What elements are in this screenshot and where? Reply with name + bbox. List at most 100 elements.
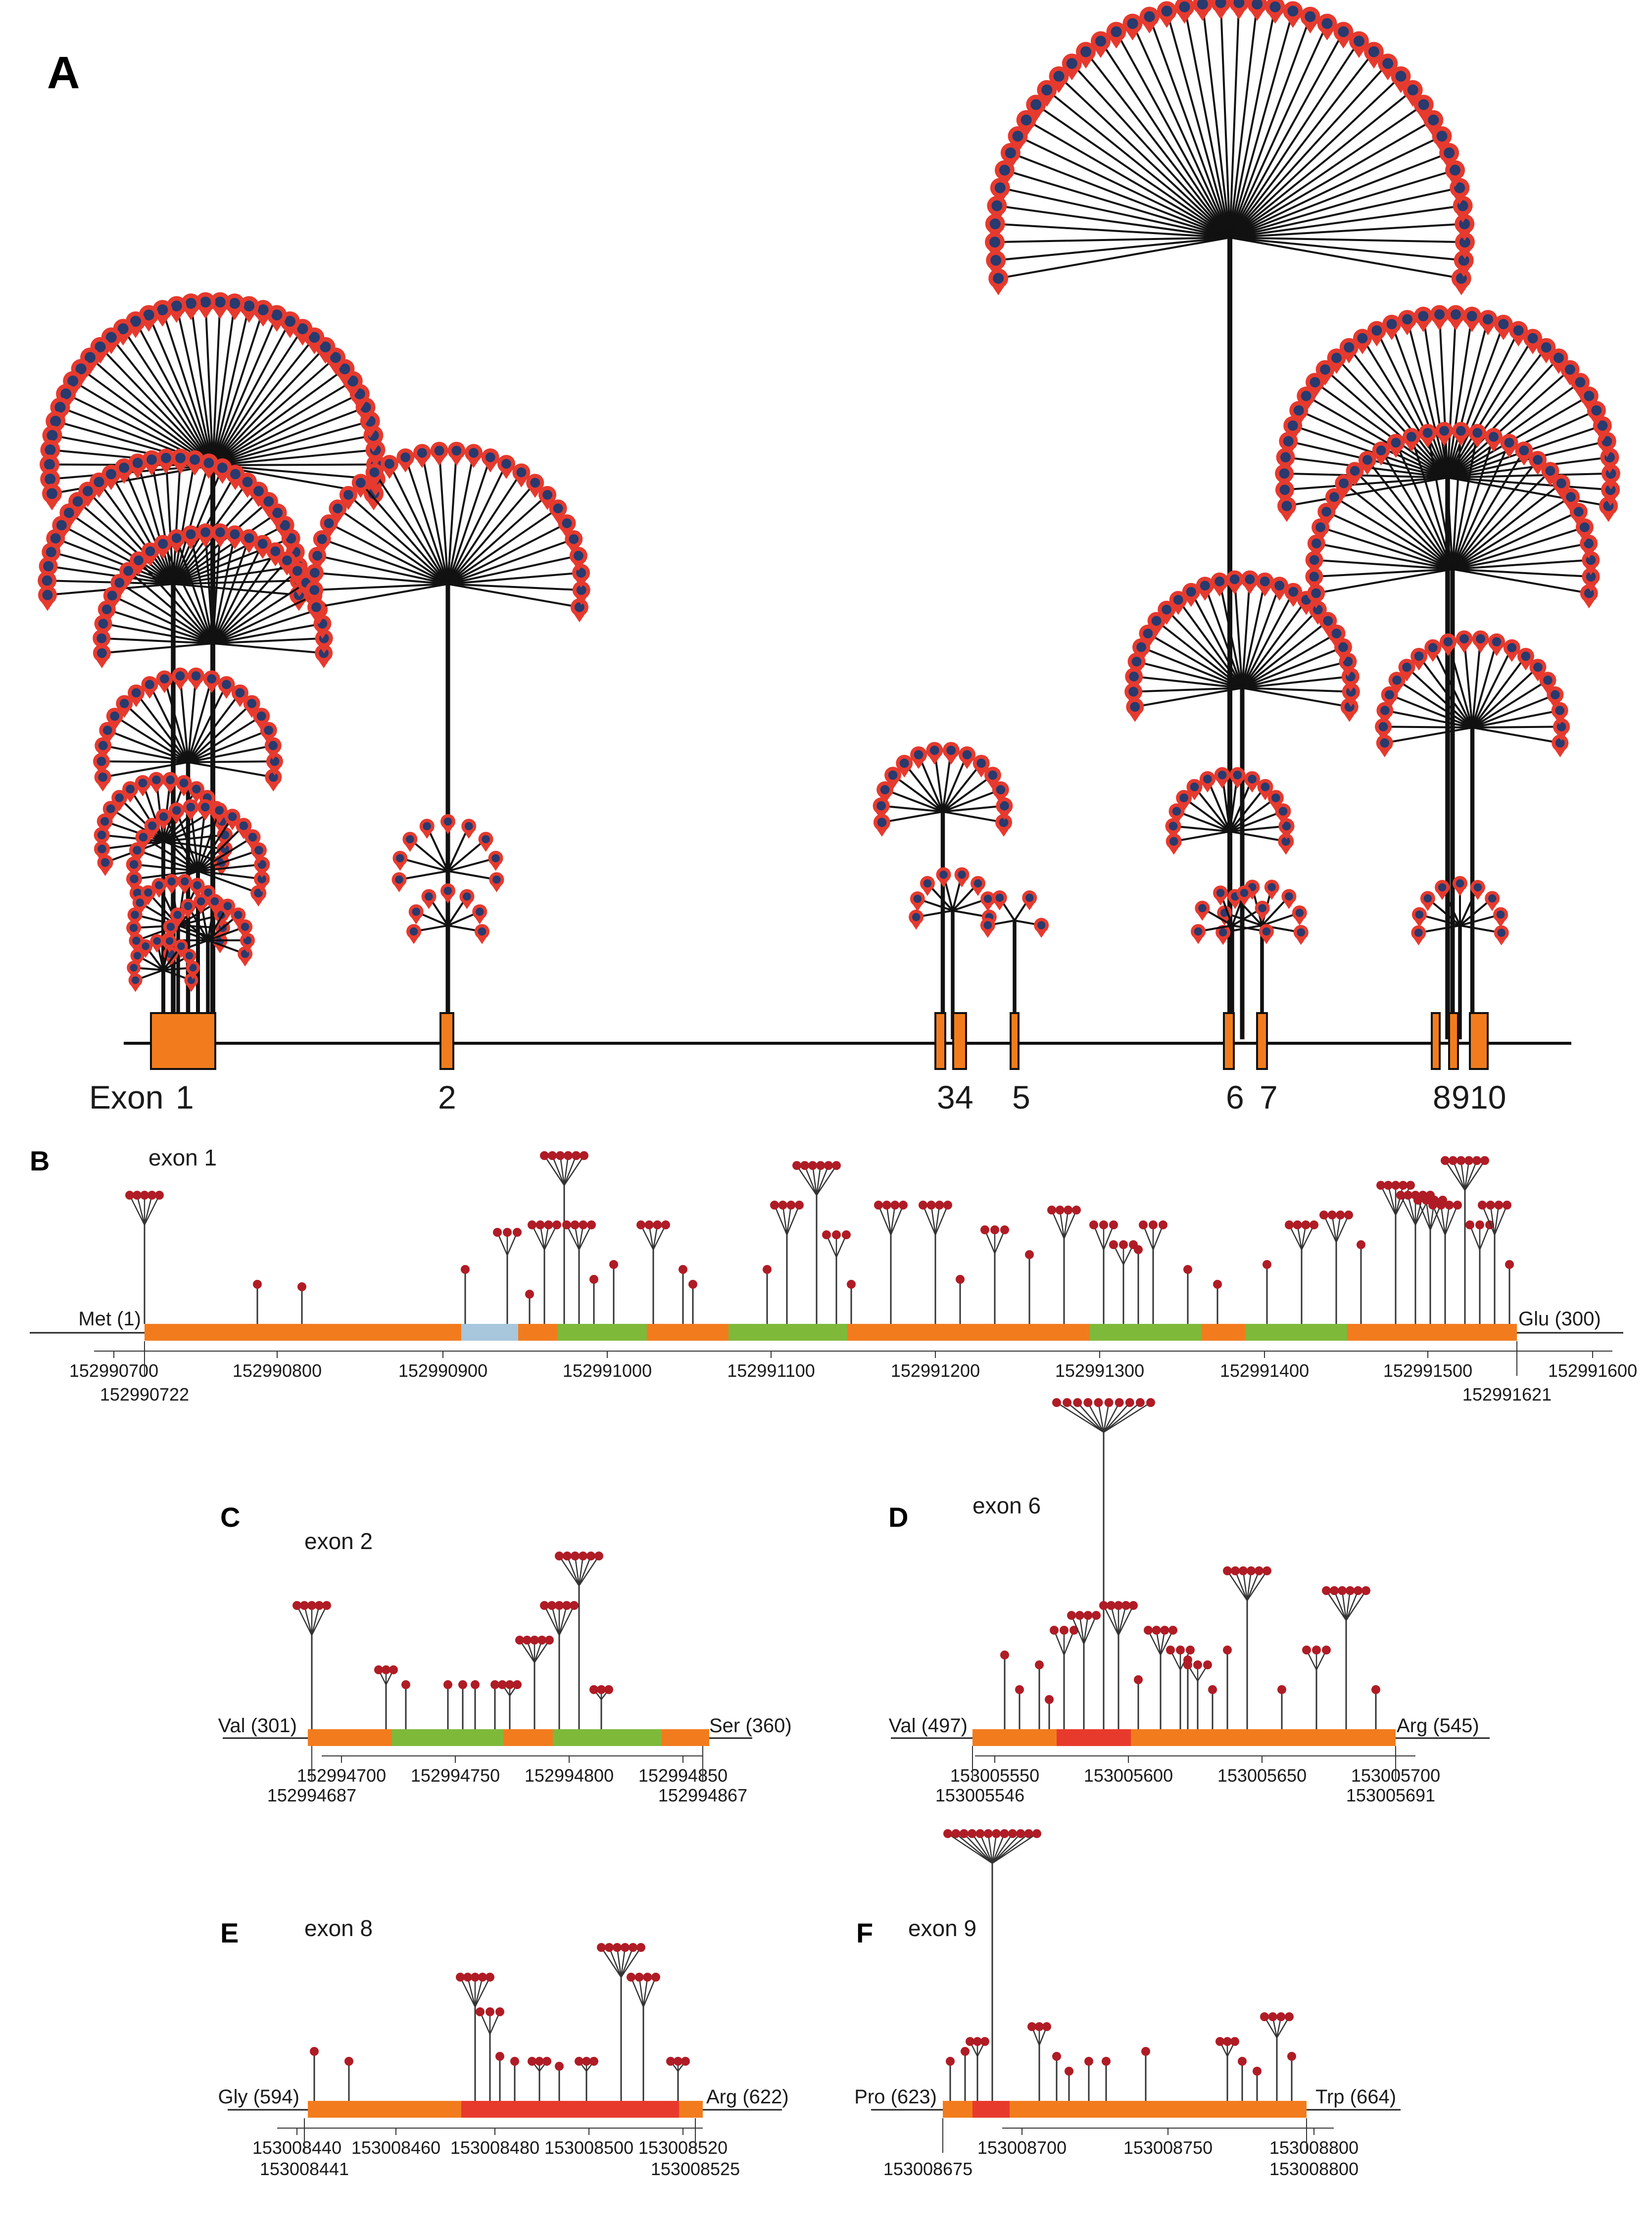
pin-core bbox=[172, 806, 181, 815]
pin-core bbox=[271, 309, 283, 321]
pin-marker bbox=[392, 851, 408, 871]
pin-core bbox=[1309, 572, 1319, 582]
lollipop-branch bbox=[1063, 1210, 1069, 1239]
pin-marker bbox=[1147, 612, 1166, 636]
pin-core bbox=[272, 507, 283, 518]
lollipop-head bbox=[556, 1151, 565, 1160]
pin-core bbox=[1233, 0, 1245, 8]
branch bbox=[1452, 496, 1572, 570]
lollipop-head bbox=[513, 1680, 522, 1689]
lollipop-head bbox=[456, 1973, 465, 1982]
pin-core bbox=[166, 775, 175, 784]
lollipop-head bbox=[1084, 2057, 1093, 2066]
branch bbox=[942, 754, 968, 812]
pin-core bbox=[98, 619, 108, 629]
branch bbox=[1463, 638, 1473, 728]
lollipop-head bbox=[1371, 1685, 1380, 1694]
pin-core bbox=[1283, 436, 1294, 447]
branch bbox=[1314, 559, 1453, 570]
pin-marker bbox=[558, 514, 576, 538]
pin-marker bbox=[526, 474, 544, 498]
pin-core bbox=[264, 726, 274, 735]
lollipop-head bbox=[1050, 1626, 1059, 1635]
branch bbox=[1229, 135, 1443, 239]
pin-marker bbox=[572, 581, 590, 605]
pin-core bbox=[574, 602, 584, 612]
lollipop-branch bbox=[534, 1640, 550, 1663]
pin-core bbox=[107, 590, 117, 601]
lollipop-head bbox=[1152, 1626, 1161, 1635]
lollipop-head bbox=[1213, 1280, 1222, 1289]
branch bbox=[212, 321, 291, 466]
lollipop-branch bbox=[1333, 1590, 1347, 1621]
lollipop-head bbox=[1312, 1646, 1321, 1654]
pin-marker bbox=[265, 769, 282, 792]
branch bbox=[1447, 346, 1547, 479]
pin-marker bbox=[936, 867, 951, 887]
pin-marker bbox=[1494, 314, 1513, 340]
exon-segment bbox=[1347, 1324, 1517, 1341]
branch bbox=[1316, 542, 1453, 570]
pin-core bbox=[999, 818, 1009, 827]
pin-core bbox=[1190, 782, 1199, 791]
exon-segment bbox=[553, 1729, 662, 1746]
lollipop-head bbox=[1277, 1685, 1286, 1694]
pin-core bbox=[1274, 581, 1285, 591]
pin-marker bbox=[156, 448, 176, 474]
branch bbox=[204, 532, 214, 644]
lollipop-branch bbox=[1464, 1160, 1486, 1191]
pin-core bbox=[1380, 706, 1390, 715]
lollipop-head bbox=[679, 1265, 687, 1274]
pin-core bbox=[320, 341, 331, 352]
pin-marker bbox=[1478, 310, 1498, 336]
branch bbox=[314, 572, 448, 585]
pin-core bbox=[1197, 0, 1208, 10]
pin-core bbox=[129, 923, 138, 932]
branch bbox=[447, 522, 568, 585]
pin-core bbox=[1489, 432, 1499, 442]
pin-core bbox=[400, 452, 411, 462]
lollipop-branch bbox=[311, 1605, 328, 1636]
lollipop-head bbox=[842, 1230, 851, 1239]
pin-core bbox=[929, 745, 939, 755]
branch bbox=[1447, 641, 1473, 728]
pin-core bbox=[1279, 485, 1290, 495]
pin-marker bbox=[260, 722, 277, 745]
exon-segment bbox=[972, 2101, 1010, 2118]
panel-e-lollipops bbox=[310, 1943, 690, 2101]
pin-marker bbox=[1470, 879, 1485, 900]
branch bbox=[212, 550, 277, 644]
exon-segment bbox=[1131, 1729, 1396, 1746]
pin-marker bbox=[196, 523, 215, 548]
branch bbox=[1471, 679, 1549, 728]
pin-core bbox=[1252, 0, 1263, 10]
branch bbox=[1229, 810, 1284, 832]
pin-marker bbox=[1225, 570, 1244, 595]
pin-marker bbox=[1292, 905, 1307, 926]
pin-marker bbox=[211, 523, 229, 548]
pin-core bbox=[1281, 500, 1292, 511]
pin-marker bbox=[472, 904, 487, 924]
lollipop-head bbox=[1494, 1201, 1504, 1210]
branch bbox=[212, 346, 326, 466]
lollipop-head bbox=[935, 1201, 944, 1210]
pin-core bbox=[1439, 426, 1450, 436]
lollipop-branch bbox=[1345, 1590, 1351, 1621]
branch bbox=[1242, 687, 1351, 693]
branch bbox=[447, 870, 497, 881]
pin-core bbox=[1240, 888, 1249, 897]
pin-core bbox=[991, 200, 1003, 211]
branch bbox=[1447, 477, 1611, 491]
branch bbox=[1422, 316, 1449, 478]
lollipop-head bbox=[1475, 1220, 1484, 1229]
pin-core bbox=[282, 555, 292, 566]
pin-core bbox=[976, 758, 986, 768]
lollipop-branch bbox=[1118, 1605, 1134, 1636]
pin-marker bbox=[1601, 480, 1620, 506]
branch bbox=[1452, 450, 1525, 570]
pin-marker bbox=[240, 529, 258, 553]
lollipop-branch bbox=[1345, 1590, 1359, 1621]
lollipop-head bbox=[389, 1665, 398, 1674]
lollipop-head bbox=[1186, 1646, 1195, 1654]
